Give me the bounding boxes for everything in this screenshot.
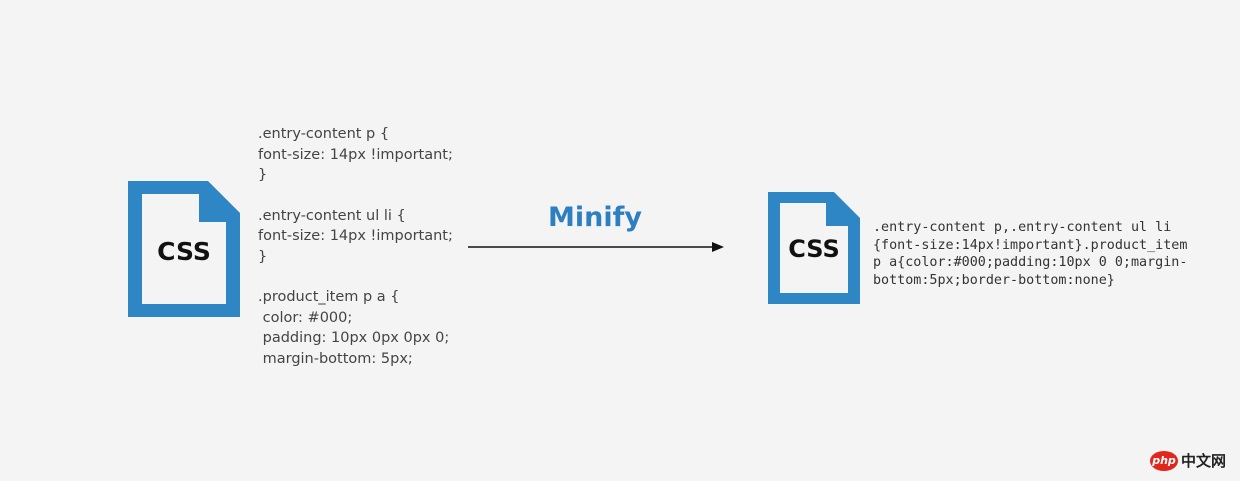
right-arrow-icon [468, 242, 724, 252]
css-line: } [258, 248, 268, 265]
css-rule-block: .product_item p a { color: #000; padding… [258, 287, 453, 369]
minified-css-code: .entry-content p,.entry-content ul li {f… [873, 219, 1187, 289]
css-line: margin-bottom: 5px; [258, 350, 413, 367]
css-line: color: #000; [258, 309, 353, 326]
css-line: padding: 10px 0px 0px 0; [258, 330, 450, 346]
minified-line: p a{color:#000;padding:10px 0 0;margin- [873, 255, 1188, 270]
minify-label: Minify [548, 202, 642, 233]
css-line: .entry-content ul li { [258, 207, 406, 224]
php-cn-watermark: php 中文网 [1150, 449, 1232, 473]
document-icon [128, 181, 240, 317]
css-line: font-size: 14px !important; [258, 228, 453, 244]
css-file-label: CSS [157, 237, 211, 266]
css-file-icon-minified: CSS [768, 192, 860, 304]
css-file-label: CSS [788, 235, 840, 263]
php-logo-icon: php [1150, 451, 1178, 471]
watermark-site-text: 中文网 [1181, 452, 1227, 470]
css-line: font-size: 14px !important; [258, 146, 453, 163]
minified-line: {font-size:14px!important}.product_item [873, 237, 1188, 253]
css-line: } [258, 167, 268, 183]
css-rule-block: .entry-content ul li { font-size: 14px !… [258, 206, 453, 268]
minified-line: bottom:5px;border-bottom:none} [873, 272, 1115, 288]
css-line: .entry-content p { [258, 126, 390, 142]
css-line: .product_item p a { [258, 289, 400, 305]
css-file-icon-source: CSS [128, 181, 240, 317]
document-icon [768, 192, 860, 304]
minified-line: .entry-content p,.entry-content ul li [873, 220, 1172, 235]
source-css-code: .entry-content p { font-size: 14px !impo… [258, 124, 453, 389]
css-rule-block: .entry-content p { font-size: 14px !impo… [258, 124, 453, 186]
